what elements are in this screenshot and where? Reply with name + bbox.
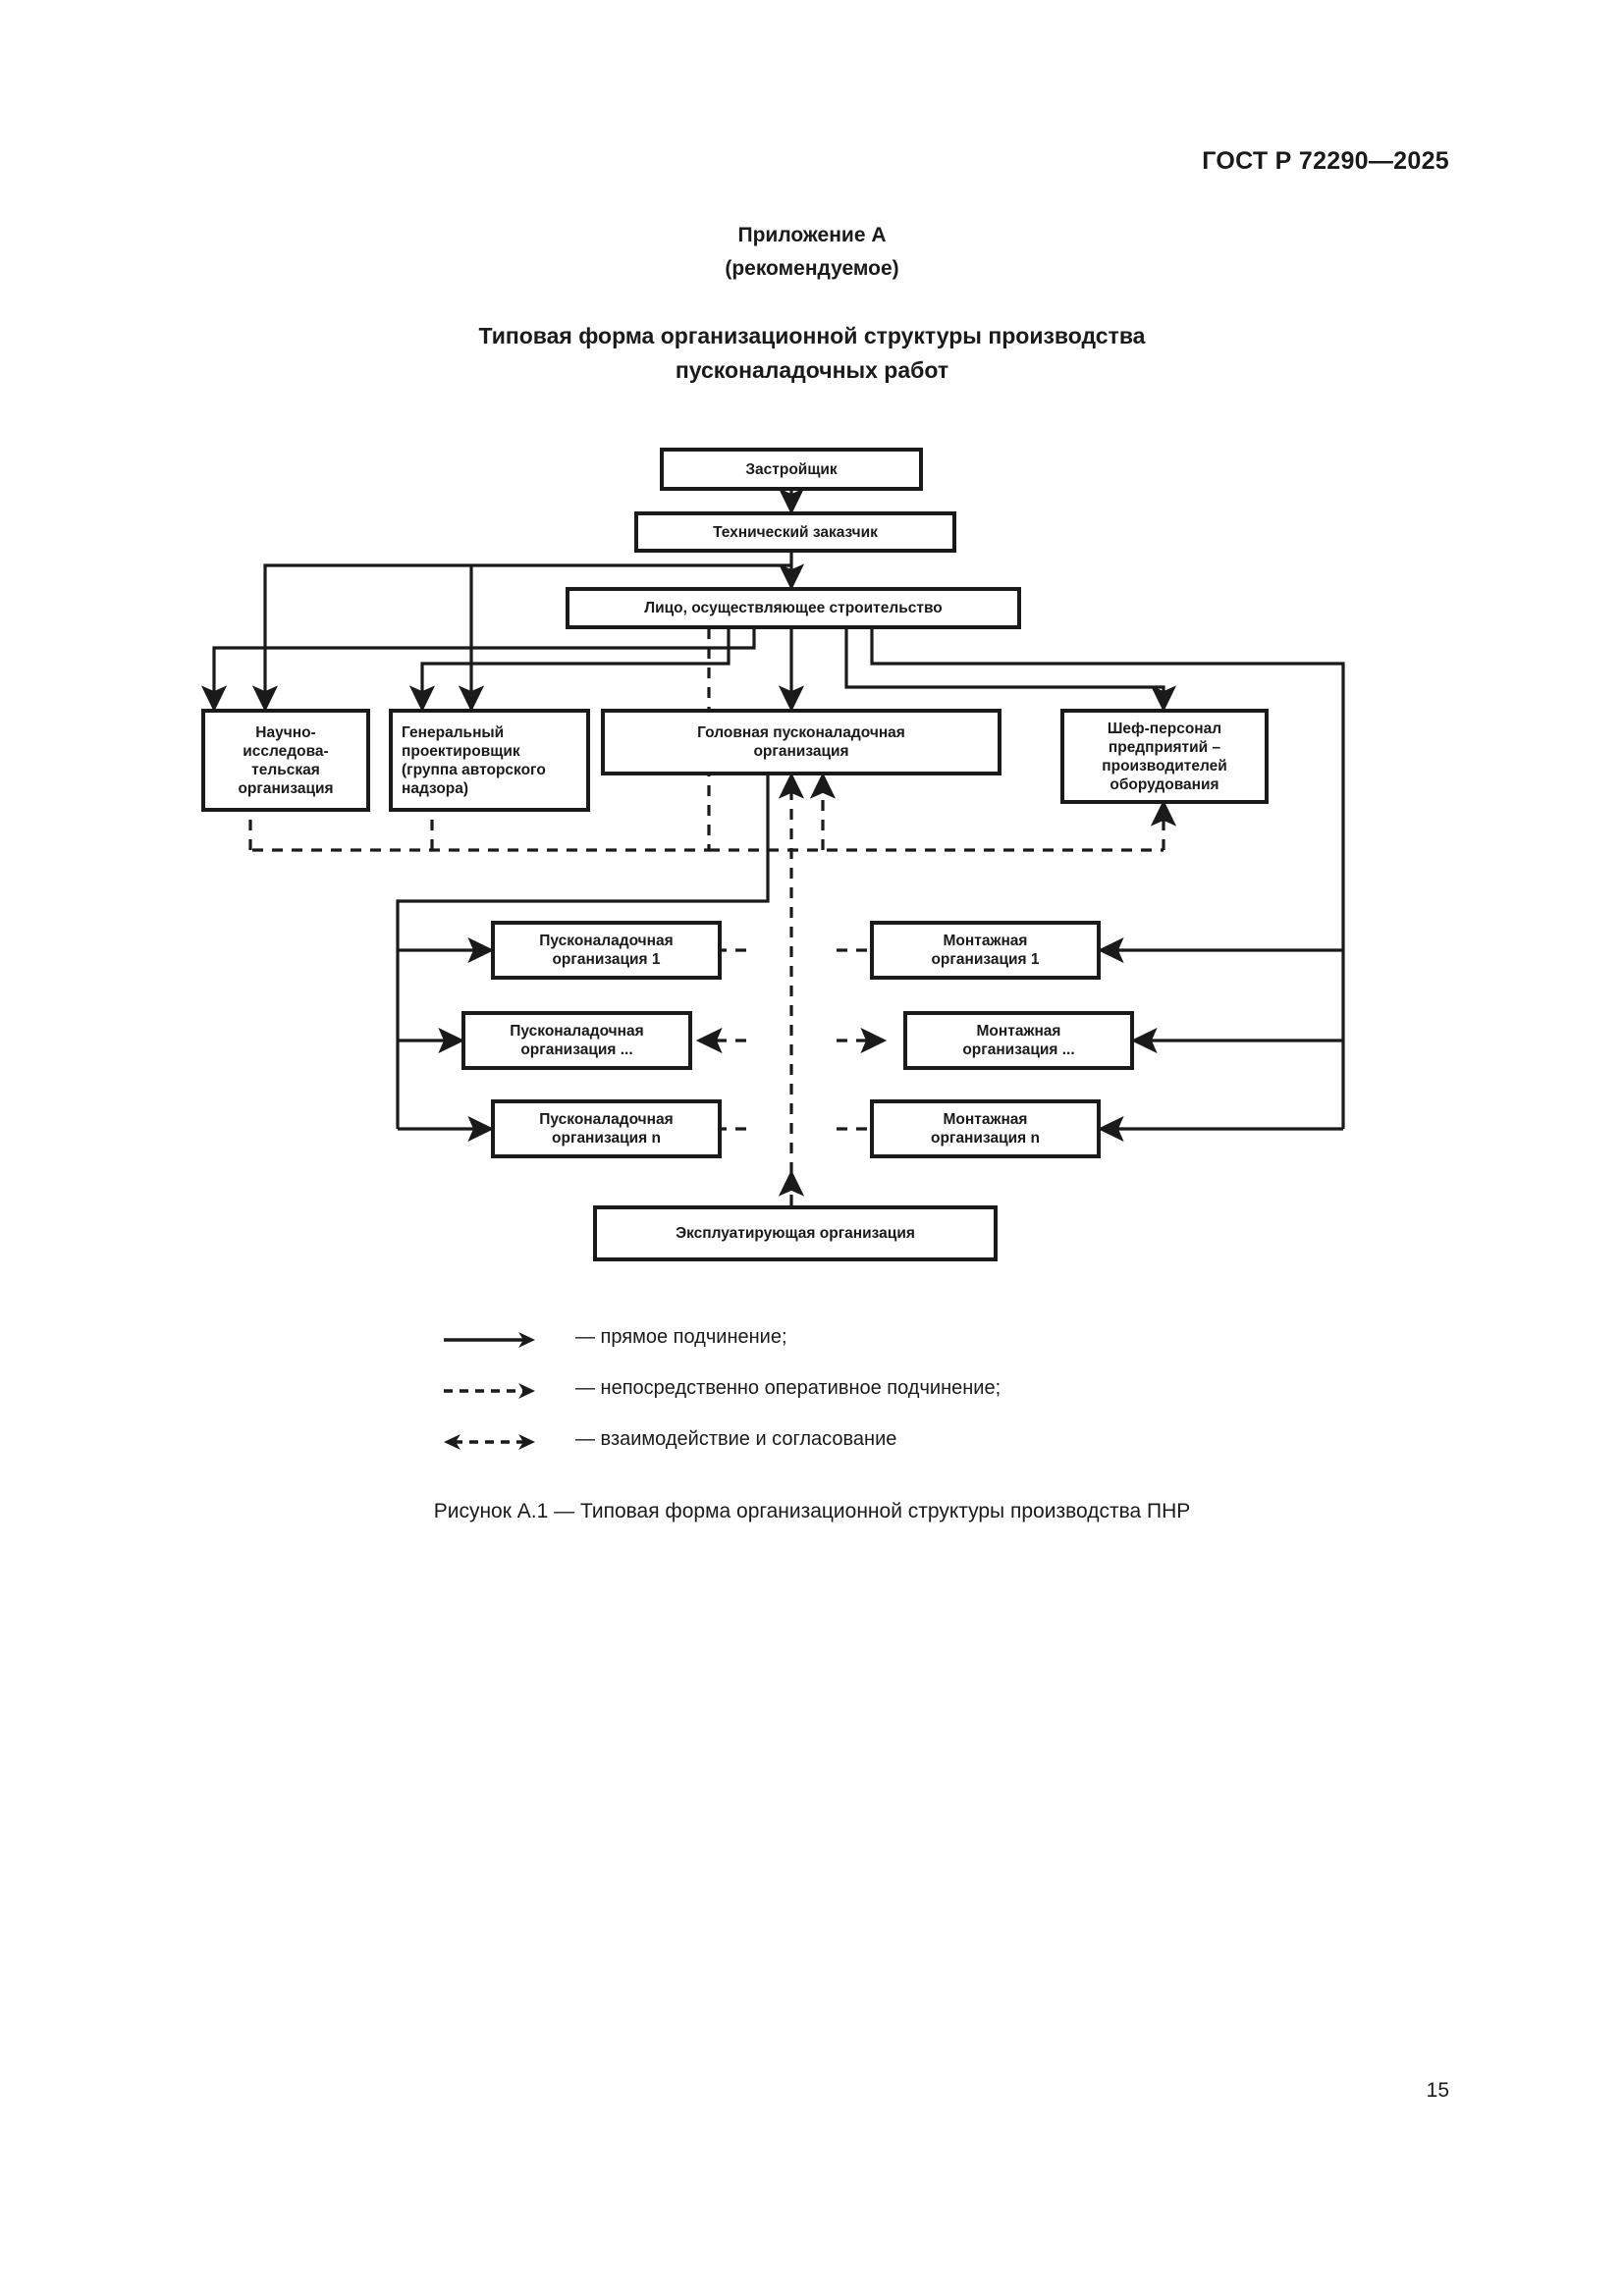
node-nii[interactable]: Научно- исследова- тельская организация: [201, 709, 370, 812]
legend-row-interaction-coordination: — взаимодействие и согласование: [440, 1427, 1324, 1478]
diagram-legend: — прямое подчинение; — непосредственно о…: [440, 1325, 1324, 1478]
node-genproektirovshchik[interactable]: Генеральный проектировщик (группа авторс…: [389, 709, 590, 812]
node-label: Застройщик: [745, 460, 838, 478]
node-montazh-n[interactable]: Монтажная организация n: [870, 1099, 1101, 1158]
node-label: Головная пусконаладочная организация: [697, 724, 905, 760]
node-label: Монтажная организация ...: [962, 1023, 1075, 1058]
page-number: 15: [1426, 2079, 1449, 2102]
legend-row-direct-subordination: — прямое подчинение;: [440, 1325, 1324, 1376]
node-label: Технический заказчик: [713, 523, 878, 541]
node-label: Научно- исследова- тельская организация: [238, 723, 334, 797]
annex-heading: Приложение А: [737, 224, 887, 246]
dashed-arrow-icon: [444, 1383, 535, 1399]
page-title-line1: Типовая форма организационной структуры …: [478, 323, 1146, 348]
diagram-connectors: [200, 488, 1345, 1205]
figure-caption: Рисунок А.1 — Типовая форма организацион…: [433, 1500, 1191, 1522]
node-label: Пусконаладочная организация n: [539, 1111, 674, 1147]
node-label: Пусконаладочная организация ...: [510, 1023, 644, 1058]
node-montazh-dots[interactable]: Монтажная организация ...: [903, 1011, 1134, 1070]
page-title-line2: пусконаладочных работ: [675, 357, 949, 383]
node-ekspluatiruyushchaya[interactable]: Эксплуатирующая организация: [593, 1205, 998, 1261]
legend-label: — прямое подчинение;: [575, 1326, 787, 1348]
node-label: Монтажная организация 1: [931, 933, 1040, 968]
document-header-standard-id: ГОСТ Р 72290—2025: [1202, 147, 1449, 175]
node-shef-personal[interactable]: Шеф-персонал предприятий – производителе…: [1060, 709, 1269, 804]
dashed-double-arrow-icon: [444, 1434, 535, 1450]
legend-label: — взаимодействие и согласование: [575, 1428, 897, 1450]
node-montazh-1[interactable]: Монтажная организация 1: [870, 921, 1101, 980]
legend-row-operational-subordination: — непосредственно оперативное подчинение…: [440, 1376, 1324, 1427]
node-label: Пусконаладочная организация 1: [539, 933, 674, 968]
node-golovnaya-pnr[interactable]: Головная пусконаладочная организация: [601, 709, 1001, 775]
node-label: Эксплуатирующая организация: [676, 1225, 915, 1242]
node-label: Генеральный проектировщик (группа авторс…: [402, 723, 546, 797]
legend-label: — непосредственно оперативное подчинение…: [575, 1377, 1001, 1399]
node-pnr-1[interactable]: Пусконаладочная организация 1: [491, 921, 722, 980]
node-label: Лицо, осуществляющее строительство: [644, 600, 943, 616]
node-litso-stroitelstvo[interactable]: Лицо, осуществляющее строительство: [566, 587, 1021, 629]
node-label: Шеф-персонал предприятий – производителе…: [1102, 720, 1227, 793]
annex-subheading: (рекомендуемое): [725, 257, 899, 280]
node-pnr-n[interactable]: Пусконаладочная организация n: [491, 1099, 722, 1158]
node-label: Монтажная организация n: [931, 1111, 1040, 1147]
solid-arrow-icon: [444, 1332, 535, 1348]
node-zastroyshchik[interactable]: Застройщик: [660, 448, 923, 491]
node-tekh-zakazchik[interactable]: Технический заказчик: [634, 511, 956, 553]
node-pnr-dots[interactable]: Пусконаладочная организация ...: [461, 1011, 692, 1070]
org-structure-diagram: Застройщик Технический заказчик Лицо, ос…: [200, 448, 1345, 1261]
